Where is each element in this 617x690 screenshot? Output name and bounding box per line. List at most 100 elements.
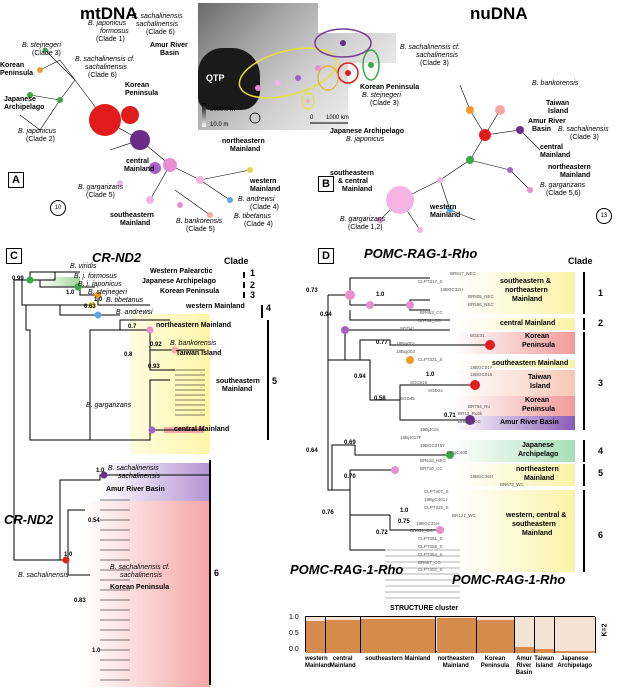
d-clade1: 1 bbox=[598, 288, 604, 298]
b-island: Island bbox=[548, 108, 569, 115]
d-band-6 bbox=[455, 490, 575, 572]
structure-group bbox=[477, 617, 515, 653]
a-scale-circle: 10 bbox=[50, 200, 66, 216]
d-amur: Amur River Basin bbox=[500, 419, 559, 426]
a-sach-sach1: B. sachalinensis bbox=[132, 13, 183, 20]
a-clade4: (Clade 4) bbox=[250, 204, 279, 211]
structure-k: K=2 bbox=[601, 623, 609, 637]
b-clade3b: (Clade 3) bbox=[370, 100, 399, 107]
c-clade4: 4 bbox=[266, 303, 272, 313]
c-clade-header: Clade bbox=[224, 256, 249, 266]
d-title2: POMC-RAG-1-Rho bbox=[290, 562, 404, 577]
c-bankorensis: B. bankorensis bbox=[170, 340, 217, 347]
map-qtp-region bbox=[198, 48, 260, 110]
d-tip-label: SGC516 bbox=[410, 380, 428, 386]
mtdna-network bbox=[19, 47, 253, 218]
c-s083: 0.83 bbox=[74, 598, 86, 604]
structure-label: northeastern Mainland bbox=[437, 656, 475, 669]
d-clade-header: Clade bbox=[568, 256, 593, 266]
d-clade3: 3 bbox=[598, 378, 604, 388]
structure-group bbox=[555, 617, 596, 653]
d-tip-label: BR673_WC bbox=[500, 481, 524, 487]
b-mainland4: Mainland bbox=[430, 212, 461, 219]
b-mainland: Mainland bbox=[540, 152, 571, 159]
a-sach-sach2: sachalinensis bbox=[136, 21, 179, 28]
d-s077: 0.77 bbox=[376, 340, 388, 346]
d-s069: 0.69 bbox=[344, 440, 356, 446]
c-western-main: western Mainland bbox=[186, 303, 245, 310]
structure-cluster-fill bbox=[555, 651, 595, 653]
d-se-ne2: northeastern bbox=[505, 287, 548, 294]
c-band-green bbox=[40, 277, 80, 287]
a-clade1: (Clade 1) bbox=[96, 36, 125, 43]
b-mainland3: Mainland bbox=[342, 186, 373, 193]
structure-plot bbox=[305, 616, 596, 653]
map-qtp-label: QTP bbox=[206, 73, 225, 83]
c-korean: Korean Peninsula bbox=[160, 288, 220, 295]
c-mainland: Mainland bbox=[222, 386, 253, 393]
a-peninsula2: Peninsula bbox=[125, 90, 159, 97]
d-tip-label: 18Bqj003 bbox=[396, 349, 416, 354]
b-western: western bbox=[430, 204, 457, 211]
d-band-2 bbox=[455, 318, 575, 330]
d-tip-label: 18Bqj002 bbox=[396, 341, 416, 347]
d-clade4: 4 bbox=[598, 446, 604, 456]
b-taiwan: Taiwan bbox=[546, 100, 570, 107]
a-sach-cf: B. sachalinensis cf. bbox=[75, 56, 135, 63]
d-tip-label: BR710_CC bbox=[420, 466, 443, 471]
map-elev-top: 5000.0 m bbox=[210, 107, 236, 113]
a-andrewsi: B. andrewsi bbox=[238, 196, 275, 203]
a-bankorensis: B. bankorensis bbox=[176, 218, 223, 225]
c-korean2: Korean Peninsula bbox=[110, 584, 170, 591]
a-clade6b: (Clade 6) bbox=[146, 29, 175, 36]
d-central: central Mainland bbox=[500, 320, 556, 327]
d-s071: 0.71 bbox=[444, 413, 456, 419]
d-title: POMC-RAG-1-Rho bbox=[364, 246, 478, 261]
a-mainland1: Mainland bbox=[230, 146, 261, 153]
b-bankorensis: B. bankorensis bbox=[532, 80, 579, 87]
c-clade1: 1 bbox=[250, 268, 256, 278]
a-mainland4: Mainland bbox=[120, 220, 151, 227]
structure-y05: 0.5 bbox=[289, 630, 299, 637]
d-s075: 0.75 bbox=[398, 519, 410, 525]
a-central: central bbox=[126, 158, 149, 165]
c-sachalinensis: B. sachalinensis bbox=[18, 572, 69, 579]
a-sachalinensis: sachalinensis bbox=[85, 64, 128, 71]
c-s054: 0.54 bbox=[88, 518, 100, 524]
a-archipelago: Archipelago bbox=[4, 104, 45, 111]
structure-label: western Mainland bbox=[305, 656, 332, 669]
d-tip-label: BR651_CC bbox=[410, 528, 433, 534]
b-clade3d: (Clade 3) bbox=[570, 134, 599, 141]
d-korean4: Peninsula bbox=[522, 406, 556, 413]
a-japanese: Japanese bbox=[4, 96, 36, 103]
c-central: central Mainland bbox=[174, 426, 230, 433]
c-clade5: 5 bbox=[272, 376, 278, 386]
structure-cluster-fill bbox=[436, 618, 477, 653]
a-korean: Korean bbox=[0, 62, 25, 69]
structure-label: central Mainland bbox=[329, 656, 356, 669]
c-s10c: 1.0 bbox=[96, 468, 105, 474]
c-sach-sach1: B. sachalinensis bbox=[108, 465, 159, 472]
c-jap-arch: Japanese Archipelago bbox=[142, 278, 217, 285]
c-s099: 0.99 bbox=[12, 276, 24, 282]
d-tip-label: BR518_NEC bbox=[420, 458, 446, 464]
d-tip-label: 18BGC31H bbox=[416, 520, 440, 526]
d-korean2: Peninsula bbox=[522, 342, 556, 349]
structure-label: Taiwan Island bbox=[534, 656, 555, 669]
map-scale-km: 1000 km bbox=[326, 115, 350, 121]
d-ne2: Mainland bbox=[524, 475, 555, 482]
d-tip-label: BR505_NEC bbox=[468, 294, 494, 300]
d-se-ne1: southeastern & bbox=[500, 278, 551, 285]
d-s072: 0.72 bbox=[376, 530, 388, 536]
d-jap1: Japanese bbox=[522, 442, 554, 449]
d-tip-label: BR517_NEC bbox=[450, 271, 476, 276]
c-s08: 0.8 bbox=[124, 352, 133, 358]
d-tip-label: CLPT364_S bbox=[418, 551, 443, 557]
a-japonicus2: B. japonicus bbox=[18, 128, 57, 135]
structure-group bbox=[361, 617, 437, 653]
panel-label-c: C bbox=[6, 248, 22, 264]
panel-label-b: B bbox=[318, 176, 334, 192]
c-s10a: 1.0 bbox=[66, 290, 75, 296]
d-tip-label: SGD24 bbox=[428, 388, 443, 393]
d-taiwan1: Taiwan bbox=[528, 374, 552, 381]
